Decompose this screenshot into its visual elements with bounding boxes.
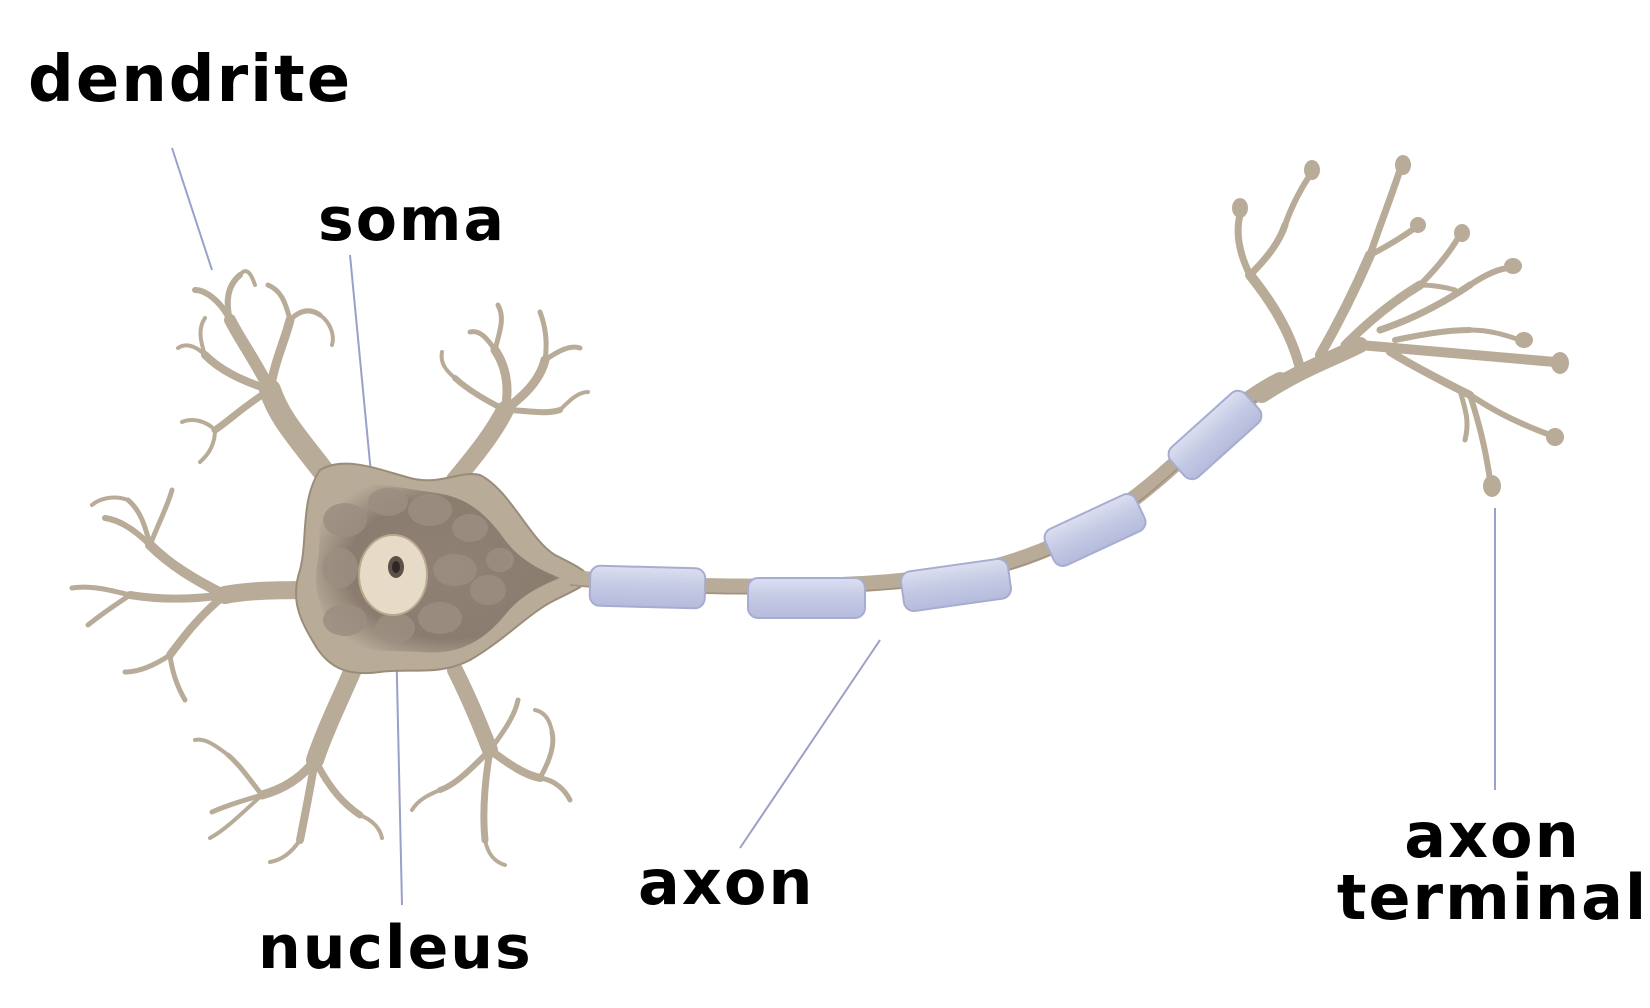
myelin-sheath: [900, 557, 1012, 613]
dendrite-upper-right: [439, 302, 590, 489]
dendrite-lower-left: [193, 656, 384, 864]
myelin-sheath: [1167, 389, 1263, 481]
axon-terminal: [1234, 166, 1560, 483]
myelin-sheaths: [588, 389, 1263, 619]
dendrite-leader-line: [171, 147, 213, 271]
axon-terminal-label-line1: axon: [1404, 799, 1581, 872]
axon-terminal-boutons: [1232, 155, 1569, 497]
soma: [294, 462, 592, 675]
dendrites: [69, 269, 590, 867]
nucleus: [358, 534, 428, 616]
axon-core: [562, 372, 1288, 595]
myelin-sheath: [747, 577, 866, 619]
axon-label: axon: [638, 846, 815, 919]
myelin-sheath: [588, 564, 707, 610]
myelin-sheath: [1043, 493, 1147, 567]
nucleus-label: nucleus: [258, 913, 533, 983]
dendrite-left: [69, 487, 329, 703]
soma-granules: [322, 488, 514, 643]
soma-label: soma: [318, 185, 506, 255]
dendrite-label: dendrite: [28, 43, 353, 117]
dendrite-lower-right: [410, 662, 573, 867]
axon-terminal-label-line2: terminal: [1336, 861, 1649, 934]
dendrite-upper-left: [176, 269, 341, 491]
axon-leader-line: [739, 639, 881, 849]
axon-terminal-label: axon terminal: [1335, 805, 1650, 929]
